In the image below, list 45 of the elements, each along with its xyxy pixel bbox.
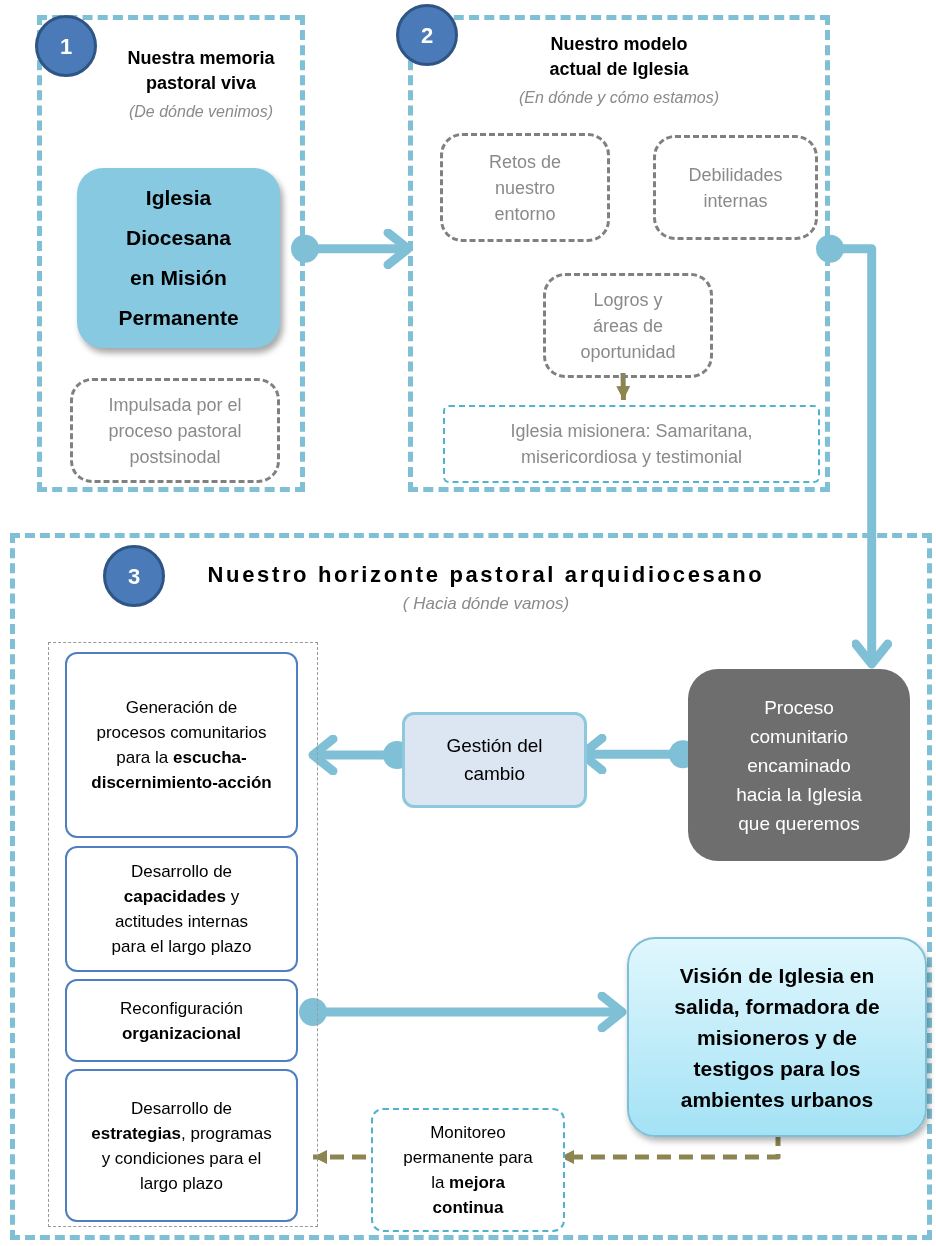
dashed-box [371, 1108, 565, 1232]
dashed-box [440, 133, 610, 242]
process-box [688, 669, 910, 861]
arrow [616, 372, 631, 401]
node-text: Visión de Iglesia en salida, formadora de misioneros y de testigos para los ambientes urbanos [673, 962, 881, 1113]
vision-box [627, 937, 927, 1137]
node-text: Generación de procesos comunitarios para la escucha-discernimiento-acción [91, 697, 272, 794]
dashed-box [543, 273, 713, 378]
group-frame [48, 642, 318, 1227]
list-box [65, 846, 298, 972]
arrow [299, 991, 627, 1033]
list-box [65, 979, 298, 1062]
node-text: Reconfiguración organizacional [119, 997, 244, 1045]
section-heading: Nuestro modelo actual de Iglesia [548, 33, 690, 81]
node-text: 1 [59, 32, 73, 61]
node-text: Monitoreo permanente para la mejora continua [402, 1122, 534, 1219]
list-box [65, 652, 298, 838]
arrow [816, 234, 893, 669]
section-subtitle: (En dónde y cómo estamos) [518, 88, 720, 108]
section-heading: Nuestra memoria pastoral viva [126, 47, 276, 95]
dashed-box [443, 405, 820, 483]
node-text: Gestión del cambio [445, 734, 544, 786]
section-frame [37, 15, 305, 492]
node-text: Desarrollo de capacidades y actitudes internas para el largo plazo [110, 861, 253, 958]
arrow [291, 228, 413, 270]
node-text: Desarrollo de estrategias, programas y condiciones para el largo plazo [91, 1097, 272, 1195]
process-box [402, 712, 587, 808]
node-text: Debilidades internas [687, 163, 784, 213]
node-text: Iglesia Diocesana en Misión Permanente [117, 185, 240, 331]
highlight-box [77, 168, 280, 348]
dashed-box [653, 135, 818, 240]
node-text: 3 [127, 562, 141, 591]
node-text: Iglesia misionera: Samaritana, misericordiosa y testimonial [509, 420, 754, 469]
section-subtitle: (De dónde venimos) [128, 102, 274, 122]
node-text: Logros y áreas de oportunidad [580, 288, 676, 364]
node-text: Retos de nuestro entorno [487, 150, 562, 226]
dashed-box [70, 378, 280, 483]
node-text: Proceso comunitario encaminado hacia la Iglesia que queremos [735, 695, 863, 836]
section-subtitle: ( Hacia dónde vamos) [402, 593, 570, 615]
list-box [65, 1069, 298, 1222]
arrow [313, 1149, 366, 1164]
section-frame [10, 533, 932, 1240]
node-text: Impulsada por el proceso pastoral postsinodal [107, 393, 243, 469]
node-text: 2 [420, 21, 434, 50]
section-heading: Nuestro horizonte pastoral arquidiocesano [207, 561, 765, 589]
